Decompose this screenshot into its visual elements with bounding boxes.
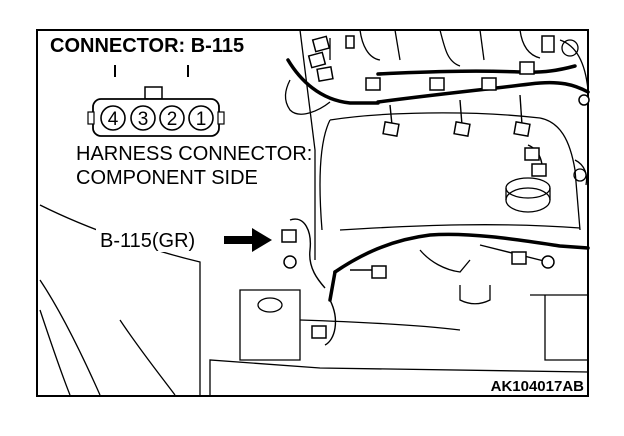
- connector-face: 4 3 2 1: [87, 65, 225, 137]
- pointer-arrow: [224, 228, 272, 252]
- ring-terminals: [283, 94, 590, 269]
- pin-label: 2: [167, 109, 178, 130]
- harness-label-line1: HARNESS CONNECTOR:: [76, 143, 312, 165]
- thin-wires: [289, 94, 549, 346]
- harness-wires: [286, 58, 590, 302]
- connector-latch: [144, 86, 163, 100]
- figure-frame: [36, 29, 589, 397]
- pointer-label-backing: [96, 228, 224, 252]
- connector-pins: [100, 105, 214, 131]
- harness-label-line2: COMPONENT SIDE: [76, 167, 258, 189]
- pointer-label: B-115(GR): [100, 230, 195, 252]
- pin-label: 4: [108, 109, 119, 130]
- connector-title: CONNECTOR: B-115: [50, 35, 244, 57]
- pin-label: 3: [138, 109, 149, 130]
- harness-connectors: [281, 35, 555, 339]
- pin-label: 1: [196, 109, 207, 130]
- figure-code: AK104017AB: [491, 378, 585, 395]
- engine-bay-drawing: [39, 29, 589, 396]
- b115-connector-block: [281, 229, 297, 243]
